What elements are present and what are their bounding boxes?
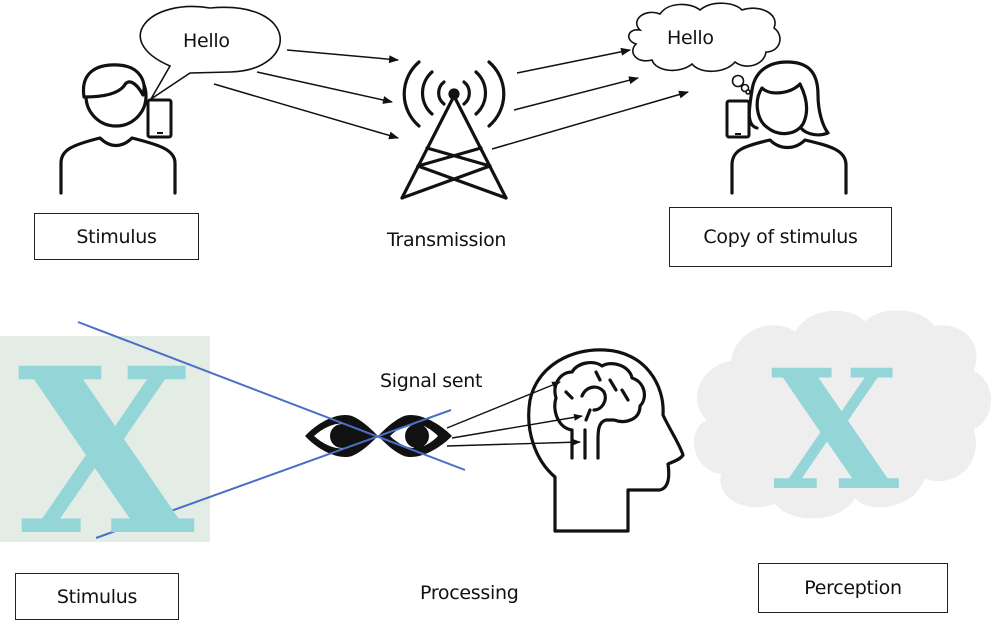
- eye-icon-left: [305, 414, 378, 458]
- radio-tower-icon: [400, 60, 508, 200]
- transmission-arrows-out: [491, 47, 689, 150]
- signal-arrows: [446, 381, 583, 447]
- perception-cloud: [692, 308, 993, 521]
- label-perception: Perception: [804, 577, 902, 599]
- phone-icon: [146, 98, 173, 139]
- label-box-stimulus-bottom: Stimulus: [15, 573, 179, 620]
- thought-cloud: [628, 2, 781, 95]
- thought-cloud-text: Hello: [667, 27, 714, 49]
- sight-lines: [77, 321, 466, 539]
- head-brain-icon: [527, 348, 685, 533]
- perceived-letter-x: X: [770, 333, 900, 527]
- transmission-arrows-in: [213, 49, 399, 140]
- label-stimulus-bottom: Stimulus: [56, 585, 138, 608]
- label-copy-of-stimulus: Copy of stimulus: [703, 226, 858, 248]
- label-transmission: Transmission: [387, 229, 507, 251]
- label-box-perception: Perception: [758, 563, 948, 613]
- label-signal-sent: Signal sent: [380, 370, 483, 392]
- female-person-icon: [730, 60, 848, 195]
- speech-bubble-text: Hello: [183, 30, 230, 52]
- stimulus-panel: [0, 336, 210, 542]
- stimulus-letter-x: X: [17, 318, 195, 586]
- phone-icon: [725, 99, 751, 139]
- male-person-icon: [59, 63, 177, 195]
- eye-icon-right: [378, 414, 452, 458]
- label-box-stimulus-top: Stimulus: [34, 213, 199, 260]
- label-stimulus-top: Stimulus: [76, 225, 157, 248]
- label-processing: Processing: [420, 582, 519, 604]
- label-box-copy-of-stimulus: Copy of stimulus: [669, 207, 892, 267]
- speech-bubble: [139, 5, 281, 100]
